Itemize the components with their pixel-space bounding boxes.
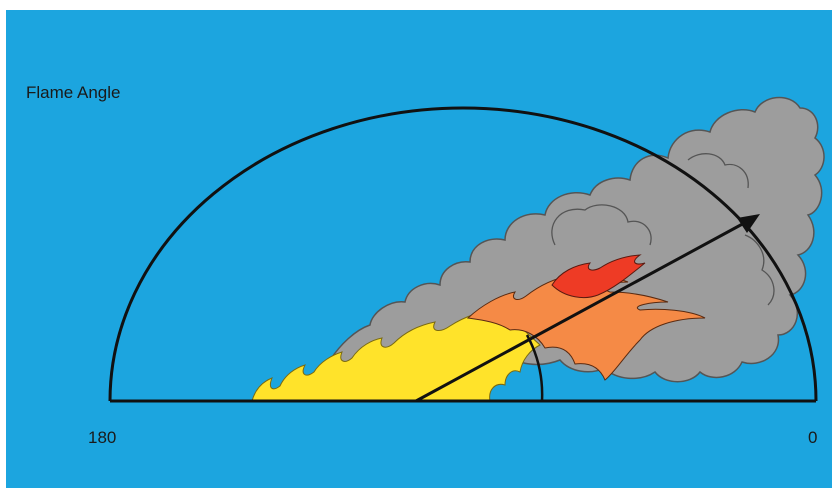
axis-label-0: 0 [808,428,817,448]
axis-label-180: 180 [88,428,116,448]
diagram-title: Flame Angle [26,83,121,103]
